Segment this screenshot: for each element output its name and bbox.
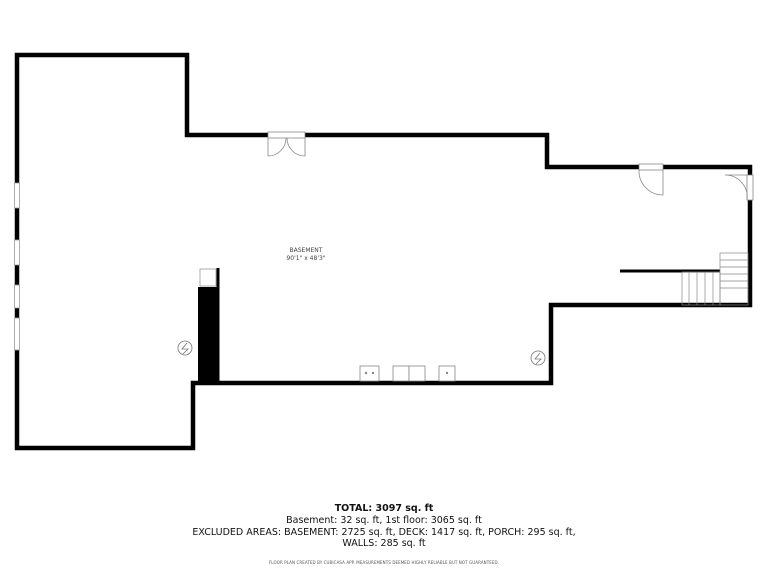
disclaimer: FLOOR PLAN CREATED BY CUBICASA APP. MEAS… (268, 559, 500, 565)
stairs (681, 252, 749, 306)
electrical-icon (530, 350, 546, 366)
storage-box (199, 268, 217, 287)
appliances (359, 365, 456, 382)
area-summary: TOTAL: 3097 sq. ft Basement: 32 sq. ft, … (0, 503, 768, 565)
room-dimensions: 90'1" x 48'3" (286, 255, 326, 262)
electrical-icon (177, 340, 193, 356)
exterior-walls (14, 52, 753, 451)
chimney (198, 287, 218, 383)
door (638, 163, 664, 196)
room-name: BASEMENT (289, 247, 323, 254)
room-label: BASEMENT 90'1" x 48'3" (256, 247, 356, 263)
area-breakdown: Basement: 32 sq. ft, 1st floor: 3065 sq.… (286, 515, 482, 526)
total-area: TOTAL: 3097 sq. ft (334, 503, 434, 514)
excluded-areas: EXCLUDED AREAS: BASEMENT: 2725 sq. ft, D… (192, 526, 576, 538)
windows (14, 182, 20, 351)
door (724, 174, 754, 201)
walls-area: WALLS: 285 sq. ft (342, 538, 426, 549)
double-door (267, 131, 306, 157)
